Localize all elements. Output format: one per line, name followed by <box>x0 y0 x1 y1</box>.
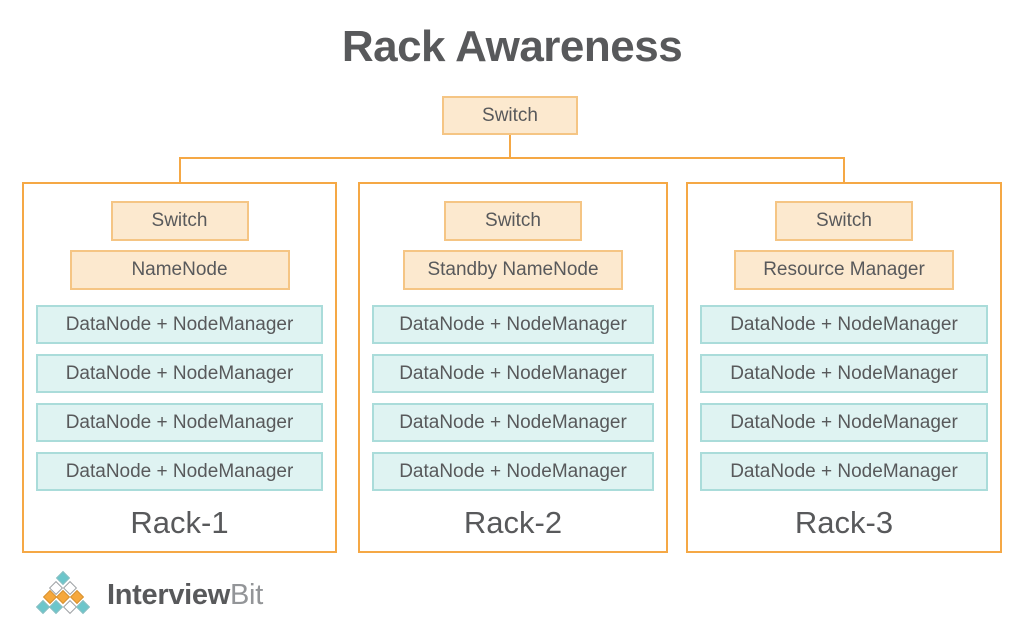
rack-2-switch-node: Switch <box>444 201 582 241</box>
diagram-title: Rack Awareness <box>341 22 683 71</box>
rack-2-worker-node: DataNode + NodeManager <box>372 452 654 491</box>
rack-1-worker-node: DataNode + NodeManager <box>36 452 323 491</box>
connector-right-drop <box>843 157 845 183</box>
rack-3-switch-node: Switch <box>775 201 913 241</box>
rack-3-label: Rack-3 <box>794 505 894 540</box>
rack-3-master-node: Resource Manager <box>734 250 954 290</box>
rack-2-worker-node: DataNode + NodeManager <box>372 354 654 393</box>
top-switch-node: Switch <box>442 96 578 135</box>
rack-3-worker-node: DataNode + NodeManager <box>700 305 988 344</box>
rack-2-container: Switch Standby NameNode DataNode + NodeM… <box>358 182 668 553</box>
rack-2-master-node: Standby NameNode <box>403 250 623 290</box>
rack-3-worker-node: DataNode + NodeManager <box>700 403 988 442</box>
rack-2-label: Rack-2 <box>463 505 563 540</box>
connector-left-drop <box>179 157 181 183</box>
rack-3-worker-node: DataNode + NodeManager <box>700 452 988 491</box>
rack-1-master-node: NameNode <box>69 250 290 290</box>
interviewbit-logo: InterviewBit <box>33 570 263 620</box>
connector-horizontal-bus <box>179 157 845 159</box>
rack-3-container: Switch Resource Manager DataNode + NodeM… <box>686 182 1002 553</box>
logo-text-bit: Bit <box>230 578 263 611</box>
connector-top-vertical <box>509 135 511 159</box>
logo-text-interview: Interview <box>107 578 231 611</box>
rack-1-label: Rack-1 <box>130 505 229 540</box>
rack-1-container: Switch NameNode DataNode + NodeManager D… <box>22 182 337 553</box>
interviewbit-pyramid-icon <box>33 570 95 619</box>
interviewbit-wordmark: InterviewBit <box>107 579 263 612</box>
rack-1-worker-node: DataNode + NodeManager <box>36 403 323 442</box>
rack-2-worker-node: DataNode + NodeManager <box>372 305 654 344</box>
rack-1-worker-node: DataNode + NodeManager <box>36 354 323 393</box>
rack-2-worker-node: DataNode + NodeManager <box>372 403 654 442</box>
rack-1-worker-node: DataNode + NodeManager <box>36 305 323 344</box>
rack-3-worker-node: DataNode + NodeManager <box>700 354 988 393</box>
rack-1-switch-node: Switch <box>110 201 249 241</box>
